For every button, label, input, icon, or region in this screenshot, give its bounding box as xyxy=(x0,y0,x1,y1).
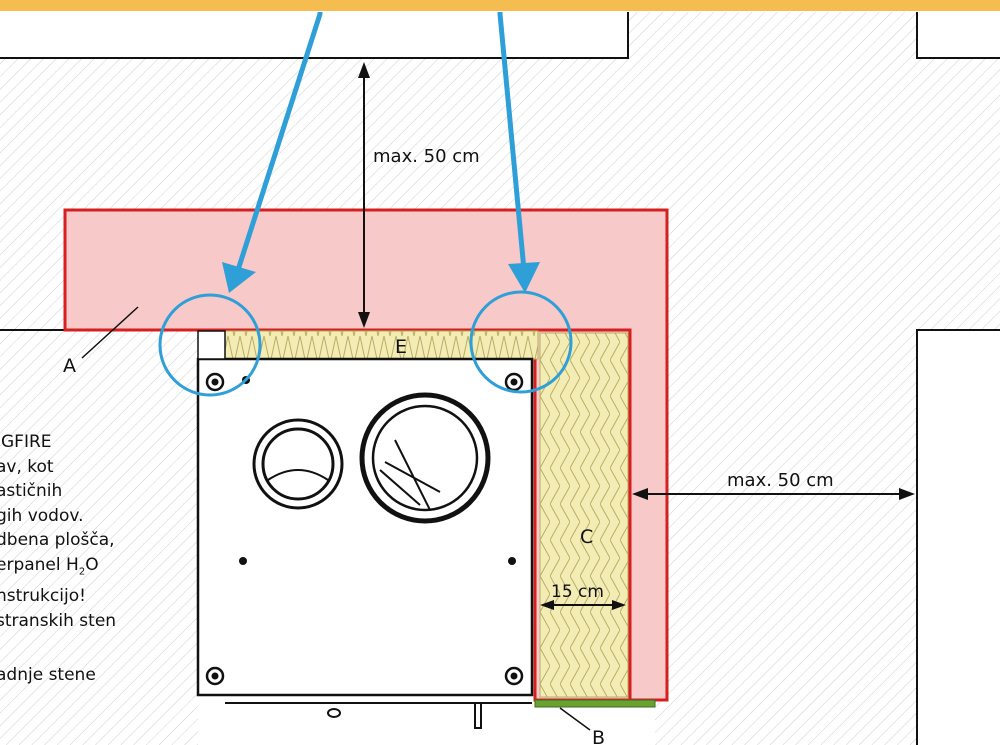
side-note-line-6: erpanel H2O xyxy=(0,554,99,577)
label-c: C xyxy=(580,526,593,548)
side-note-line-1: IGFIRE xyxy=(0,432,52,452)
side-note-line-5: dbena plošča, xyxy=(0,530,115,550)
dim-gap-label: 15 cm xyxy=(551,582,604,602)
label-b: B xyxy=(592,727,605,745)
bottom-fittings xyxy=(327,703,482,729)
dim-top-line xyxy=(358,62,370,328)
leader-a xyxy=(81,306,139,359)
side-note-line-8: stranskih sten xyxy=(0,610,117,631)
wall-outline-top-right xyxy=(916,12,1000,59)
side-note-line-7: nstrukcijo! xyxy=(0,586,86,607)
callout-circle-left xyxy=(158,293,262,397)
arrow-head-left xyxy=(222,262,256,293)
side-note-text: IGFIRE av, kot astičnih gih vodov. dbena… xyxy=(0,430,200,688)
bolts xyxy=(205,372,524,686)
insulation-c xyxy=(539,332,629,698)
fireplace-unit xyxy=(196,357,534,697)
dim-top-label: max. 50 cm xyxy=(373,146,480,167)
label-a: A xyxy=(63,355,76,377)
dim-gap-line xyxy=(540,600,626,610)
side-note-line-3: astičnih xyxy=(0,481,63,501)
wall-outline-right xyxy=(916,329,1000,745)
wall-hatch xyxy=(0,12,1000,745)
unit-top-left-block xyxy=(197,330,226,360)
dim-right-line xyxy=(632,488,915,500)
callout-circle-right xyxy=(469,290,573,394)
side-note-line-9: adnje stene xyxy=(0,665,96,686)
side-note-line-4: gih vodov. xyxy=(0,505,84,526)
wall-outline-top xyxy=(0,12,629,59)
port-right xyxy=(359,392,491,524)
dim-right-label: max. 50 cm xyxy=(727,470,834,491)
green-strip-b xyxy=(534,699,656,708)
arrow-head-right xyxy=(508,262,540,293)
port-left xyxy=(252,418,344,510)
callout-arrows xyxy=(235,11,527,271)
insulation-e xyxy=(224,330,539,360)
leader-b xyxy=(559,707,591,731)
top-banner xyxy=(0,0,1000,11)
label-e: E xyxy=(395,336,407,358)
side-note-line-2: av, kot xyxy=(0,456,54,477)
